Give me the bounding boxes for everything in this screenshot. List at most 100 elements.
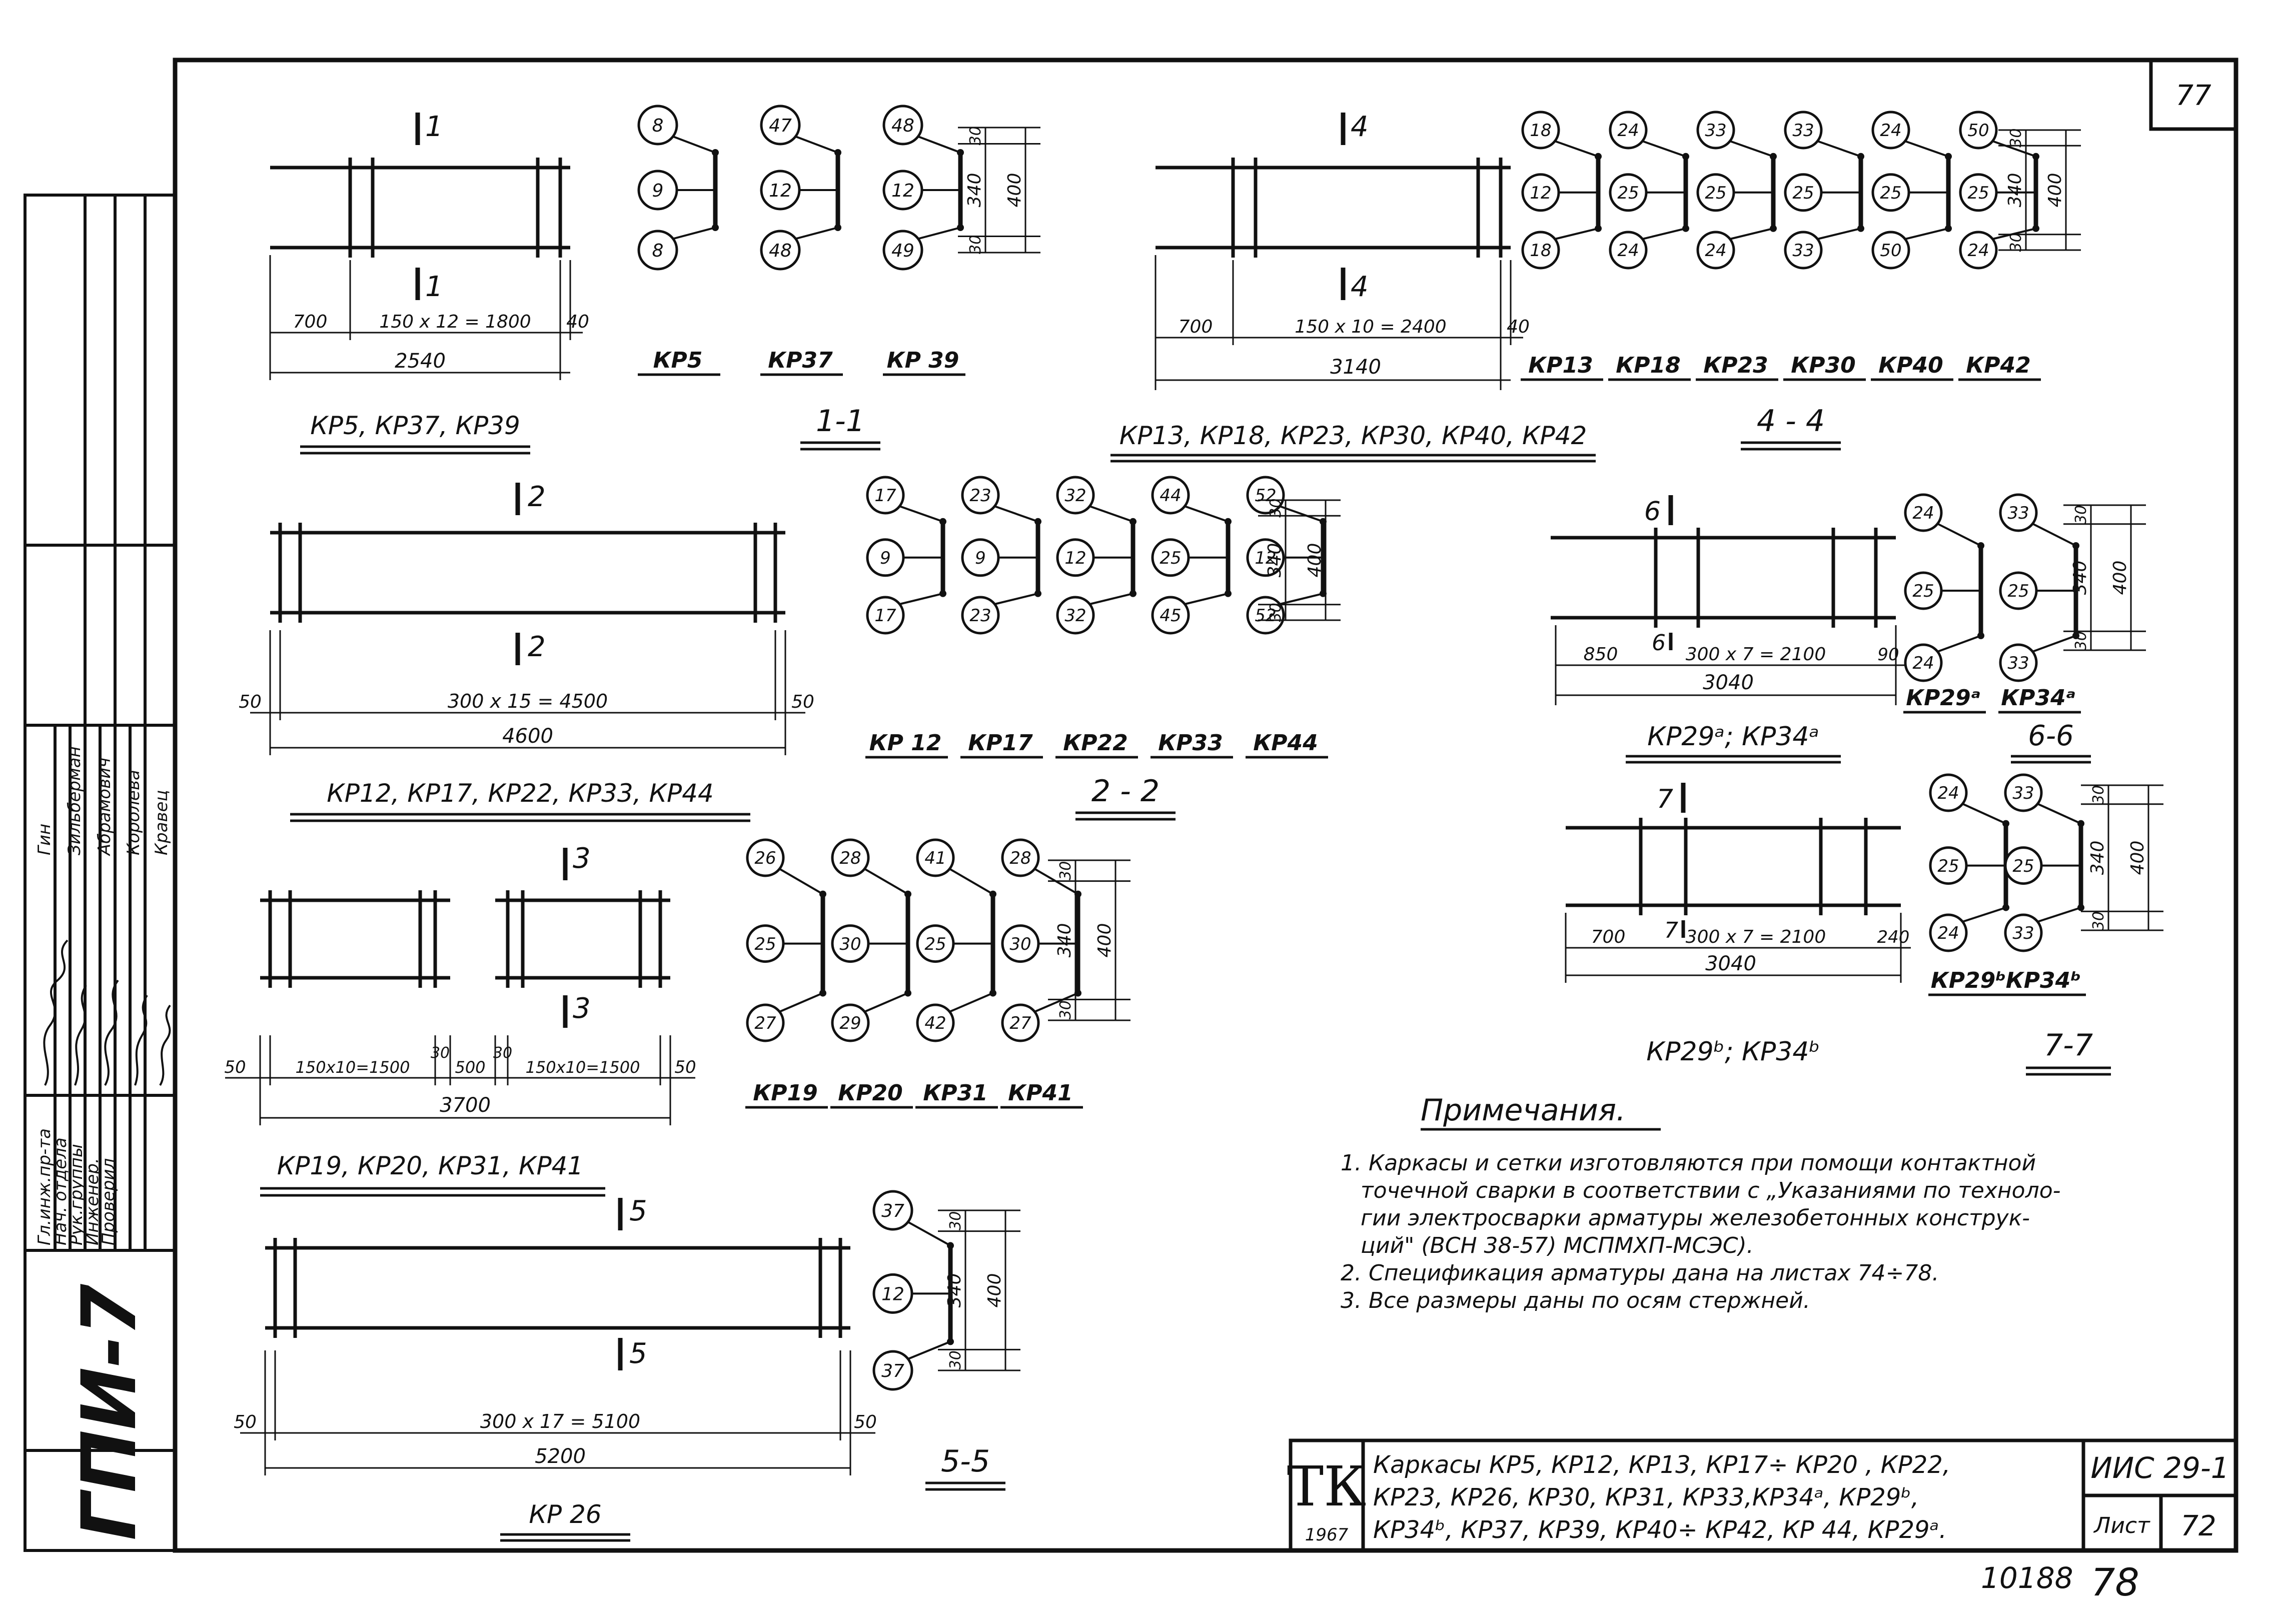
position-bubble bbox=[1871, 231, 1910, 270]
position-number: 30 bbox=[1009, 934, 1031, 954]
leader-line bbox=[1729, 227, 1774, 240]
position-bubble bbox=[1929, 773, 1968, 812]
section-s3: 262527КР19283029КР20412542КР31283027КР41… bbox=[745, 838, 1130, 1109]
dim-label: 400 bbox=[2110, 561, 2130, 595]
dim-label: 30 bbox=[967, 235, 984, 254]
dim-label: 30 bbox=[967, 126, 984, 145]
position-number: 26 bbox=[754, 848, 776, 868]
frame-label: КР29ᵇ bbox=[1931, 968, 2006, 993]
dim-label: 90 bbox=[1877, 645, 1899, 665]
dim-label: 340 bbox=[1265, 543, 1285, 578]
position-number: 24 bbox=[1705, 241, 1726, 261]
leader-line bbox=[994, 592, 1038, 605]
position-bubble bbox=[637, 230, 678, 271]
leader-line bbox=[794, 227, 838, 240]
position-bubble bbox=[637, 105, 678, 146]
position-bubble bbox=[1001, 924, 1040, 963]
section-title: 4 - 4 bbox=[1757, 404, 1825, 439]
dim-label: 300 x 7 = 2100 bbox=[1686, 927, 1826, 947]
drawing-caption: КР5, КР37, КР39 bbox=[310, 411, 520, 440]
position-number: 27 bbox=[754, 1013, 776, 1033]
leader-line bbox=[2032, 635, 2076, 653]
dim-label: 40 bbox=[566, 312, 589, 332]
position-number: 30 bbox=[839, 934, 861, 954]
position-number: 25 bbox=[1967, 183, 1989, 203]
dim-label: 150x10=1500 bbox=[526, 1058, 640, 1077]
dim-label: 30 bbox=[2072, 505, 2090, 524]
section-title: 1-1 bbox=[816, 404, 865, 439]
dim-label: 30 bbox=[493, 1044, 512, 1062]
position-bubble bbox=[1904, 571, 1943, 610]
leader-line bbox=[1992, 140, 2036, 158]
position-bubble bbox=[1521, 111, 1560, 150]
leader-line bbox=[1937, 635, 1981, 653]
position-number: 37 bbox=[881, 1361, 904, 1381]
leader-line bbox=[2037, 803, 2081, 825]
dim-label: 30 bbox=[1057, 1000, 1074, 1019]
section-titles: 1-1 4 - 4 2 - 2 5-5 6-6 7-7 bbox=[800, 404, 2111, 1491]
position-bubble bbox=[1609, 111, 1648, 150]
dim-label: 30 bbox=[431, 1044, 450, 1062]
dim-total: 3040 bbox=[1705, 952, 1756, 975]
position-number: 12 bbox=[769, 181, 792, 201]
stamp-signatures bbox=[43, 939, 171, 1086]
position-bubble bbox=[760, 170, 801, 211]
position-number: 44 bbox=[1160, 486, 1181, 506]
dim-label: 400 bbox=[1004, 173, 1025, 208]
position-bubble bbox=[1784, 231, 1823, 270]
position-number: 25 bbox=[1160, 548, 1181, 568]
frame-label: КР22 bbox=[1063, 730, 1127, 756]
position-bubble bbox=[1999, 643, 2038, 682]
position-bubble bbox=[1521, 231, 1560, 270]
section-mark: 3 bbox=[573, 842, 591, 875]
position-bubble bbox=[866, 476, 905, 515]
stamp-role: Нач. отдела bbox=[51, 1137, 71, 1245]
section-mark: 7 bbox=[1657, 784, 1673, 814]
position-bubble bbox=[831, 1003, 870, 1042]
section-mark: 1 bbox=[425, 271, 443, 303]
dim-label: 50 bbox=[674, 1057, 696, 1077]
title-line: Каркасы КР5, КР12, КР13, КР17÷ КР20 , КР… bbox=[1373, 1451, 1950, 1479]
position-number: 17 bbox=[874, 486, 896, 506]
dim-total: 3140 bbox=[1330, 356, 1381, 379]
stamp-role: Рук.группы bbox=[67, 1144, 87, 1245]
leader-line bbox=[1962, 906, 2006, 923]
note-line: 1. Каркасы и сетки изготовляются при пом… bbox=[1341, 1150, 2036, 1176]
frame-label: КР41 bbox=[1008, 1080, 1072, 1106]
position-number: 48 bbox=[769, 241, 792, 261]
position-number: 33 bbox=[2007, 503, 2029, 523]
stamp-names: Гин Зильберман Абрамович Королева Кравец bbox=[35, 746, 172, 856]
note-line: точечной сварки в соответствии с „Указан… bbox=[1361, 1178, 2061, 1203]
position-bubble bbox=[1999, 493, 2038, 532]
frame-drawing-3: 3 3 50 150x10=1500 30 500 30 150x10=1500… bbox=[224, 842, 696, 1197]
position-number: 9 bbox=[880, 548, 891, 568]
position-number: 32 bbox=[1064, 486, 1086, 506]
dim-label: 30 bbox=[947, 1211, 964, 1230]
dim-label: 400 bbox=[2045, 173, 2065, 208]
position-number: 33 bbox=[2007, 653, 2029, 673]
position-bubble bbox=[961, 476, 1000, 515]
position-bubble bbox=[831, 838, 870, 877]
position-number: 12 bbox=[891, 181, 914, 201]
leader-line bbox=[2037, 906, 2081, 923]
frame-label: КР20 bbox=[838, 1080, 902, 1106]
leader-line bbox=[906, 1340, 951, 1360]
dim-label: 300 x 17 = 5100 bbox=[480, 1410, 640, 1432]
position-bubble bbox=[1056, 596, 1095, 635]
position-number: 25 bbox=[1880, 183, 1901, 203]
position-bubble bbox=[961, 538, 1000, 577]
position-bubble bbox=[1696, 111, 1735, 150]
position-number: 23 bbox=[969, 606, 991, 626]
dim-total: 2540 bbox=[395, 350, 446, 373]
position-bubble bbox=[1056, 538, 1095, 577]
section-mark: 7 bbox=[1664, 918, 1678, 943]
section-mark: 4 bbox=[1351, 271, 1369, 303]
drawing-caption: КР 26 bbox=[529, 1500, 601, 1529]
drawing-caption: КР19, КР20, КР31, КР41 bbox=[277, 1151, 583, 1180]
dim-label: 850 bbox=[1584, 644, 1618, 665]
position-bubble bbox=[872, 1350, 913, 1391]
